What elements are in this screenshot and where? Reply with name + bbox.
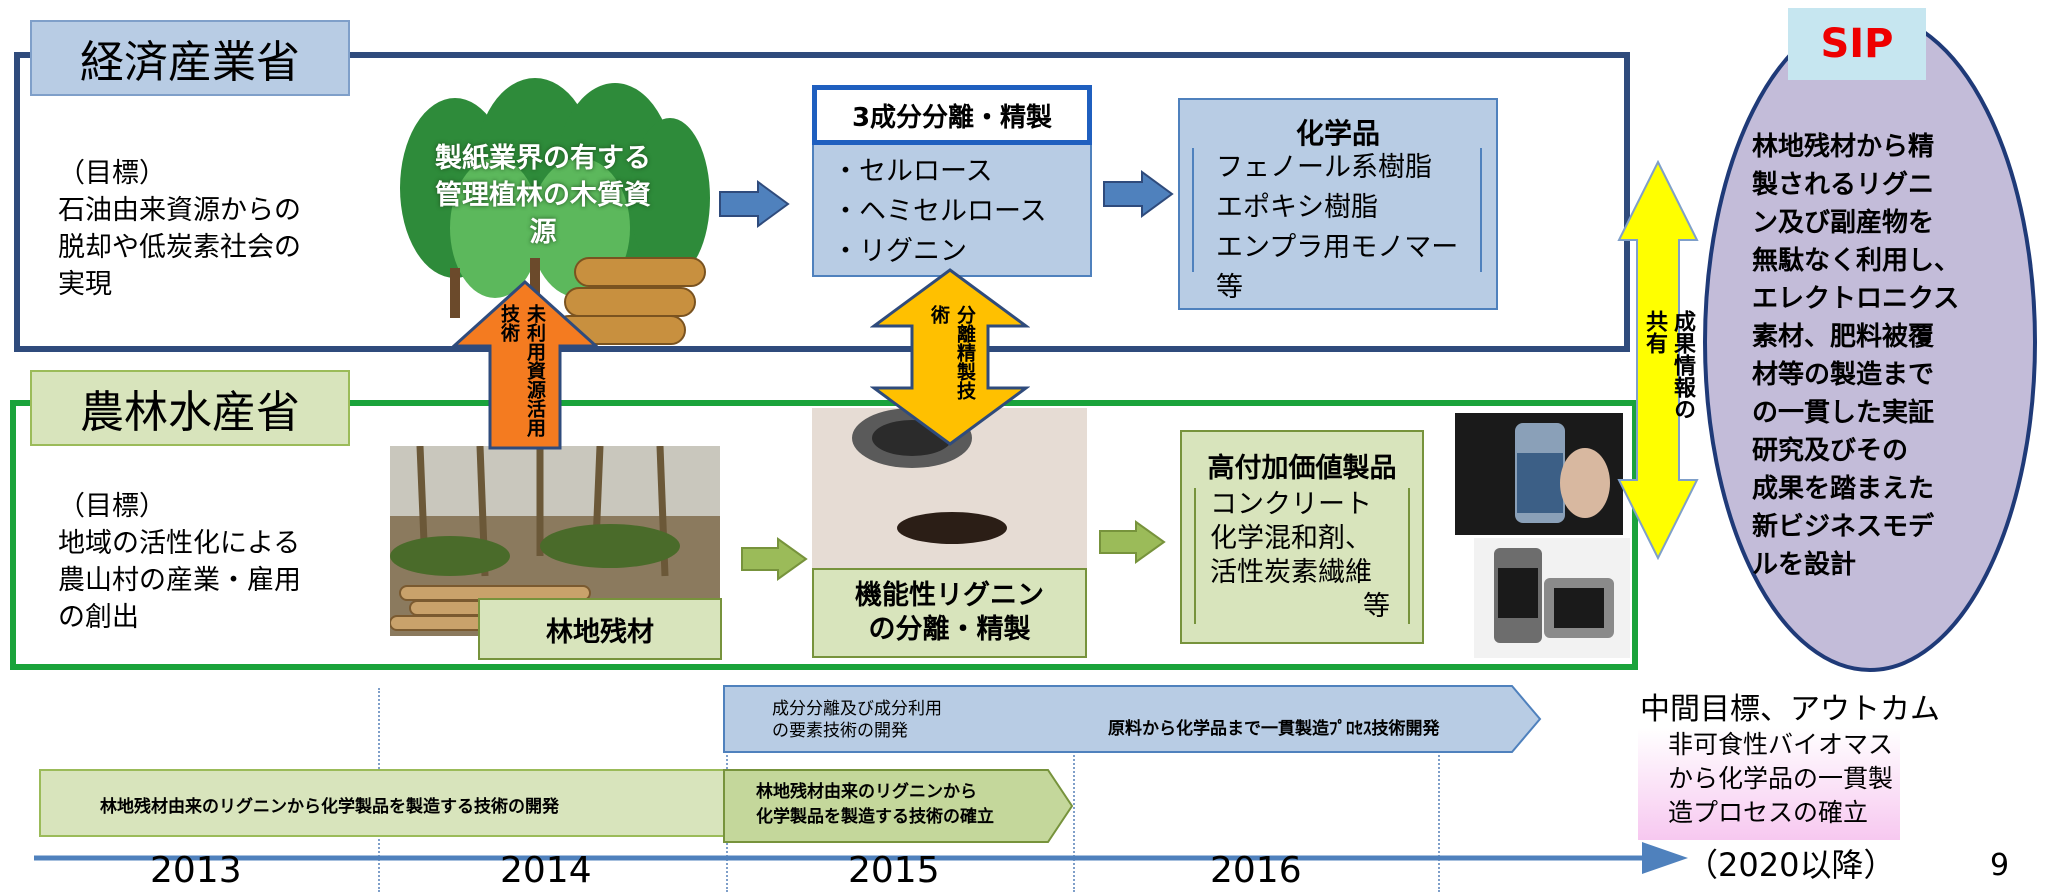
meti-frame — [14, 52, 1630, 352]
flow-arrow-icon — [1099, 520, 1166, 564]
outcome-year: （2020以降） — [1686, 846, 1896, 884]
lignin-label-line: 機能性リグニン — [855, 580, 1044, 611]
separation-item: ・セルロース — [832, 156, 993, 187]
maff-goal-line: （目標） — [58, 491, 166, 522]
year-label: 2015 — [848, 850, 940, 891]
product-bottle-photo — [1455, 413, 1623, 535]
timeline-bar-process-tail: 原料から化学品まで一貫製造ﾌﾟﾛｾｽ技術開発 — [1108, 719, 1440, 739]
sip-line: 成果を踏まえた — [1752, 474, 1935, 504]
flow-arrow-icon — [1103, 170, 1174, 218]
forest-label: 製紙業界の有する管理植林の木質資源 — [435, 143, 651, 248]
lignin-label: 機能性リグニン の分離・精製 — [812, 568, 1087, 658]
chemicals-box — [1178, 98, 1498, 310]
outcome-line: 造プロセスの確立 — [1668, 798, 1869, 827]
meti-goal-line: 実現 — [58, 269, 112, 300]
maff-goal-line: の創出 — [58, 602, 139, 633]
products-box — [1180, 430, 1424, 644]
year-divider — [1438, 688, 1440, 892]
separation-tech-label: 分離精製技術 — [928, 305, 976, 400]
year-label: 2016 — [1210, 850, 1302, 891]
results-share-arrow-icon — [1617, 160, 1699, 560]
meti-goal-line: 脱却や低炭素社会の — [58, 232, 301, 263]
lignin-label-line: の分離・精製 — [868, 614, 1031, 645]
chemicals-items: フェノール系樹脂 エポキシ樹脂 エンプラ用モノマー等 — [1192, 148, 1482, 303]
meti-goal-line: （目標） — [58, 158, 166, 189]
separation-item: ・リグニン — [832, 236, 967, 267]
product-item: 化学混和剤、 — [1210, 523, 1372, 554]
timeline-label-line: 成分分離及び成分利用 — [772, 699, 942, 719]
results-share-label: 成果情報の共有 — [1642, 310, 1695, 420]
maff-goal-line: 農山村の産業・雇用 — [58, 565, 301, 596]
timeline-label-line: 化学製品を製造する技術の確立 — [756, 807, 994, 827]
unused-resource-arrow-icon — [452, 280, 598, 450]
outcome-box: 非可食性バイオマス から化学品の一貫製 造プロセスの確立 — [1638, 728, 1900, 840]
products-items: コンクリート 化学混和剤、 活性炭素繊維 等 — [1194, 488, 1410, 624]
sip-line: 林地残材から精 — [1752, 132, 1935, 162]
sip-line: ルを設計 — [1752, 550, 1857, 580]
outcome-title: 中間目標、アウトカム — [1640, 692, 1940, 727]
page-number: 9 — [1990, 848, 2010, 883]
sip-line: 製されるリグニ — [1752, 170, 1935, 200]
timeline-bar-process — [723, 685, 1542, 753]
outcome-line: から化学品の一貫製 — [1668, 764, 1894, 793]
forest-illustration — [400, 78, 710, 345]
timeline-label-line: の要素技術の開発 — [772, 721, 908, 741]
sip-line: エレクトロニクス — [1752, 284, 1960, 314]
sip-line: ン及び副産物を — [1752, 208, 1935, 238]
year-label: 2014 — [500, 850, 592, 891]
timeline-label-line: 林地残材由来のリグニンから — [756, 782, 977, 802]
meti-goal: （目標） 石油由来資源からの 脱却や低炭素社会の 実現 — [58, 155, 301, 303]
timeline-bar-establish-label: 林地残材由来のリグニンから 化学製品を製造する技術の確立 — [756, 780, 994, 830]
separation-title: 3成分分離・精製 — [812, 85, 1092, 145]
flow-arrow-icon — [741, 537, 808, 581]
product-item: コンクリート — [1210, 489, 1372, 520]
timeline-bar-development-label: 林地残材由来のリグニンから化学製品を製造する技術の開発 — [100, 797, 559, 817]
sip-line: 無駄なく利用し、 — [1752, 246, 1961, 276]
maff-goal-line: 地域の活性化による — [58, 528, 301, 559]
maff-ministry-label: 農林水産省 — [30, 370, 350, 446]
timeline-bar-process-label: 成分分離及び成分利用 の要素技術の開発 — [772, 698, 942, 742]
sip-line: の一貫した実証 — [1752, 398, 1935, 428]
sip-line: 材等の製造まで — [1752, 360, 1935, 390]
meti-goal-line: 石油由来資源からの — [58, 195, 301, 226]
chemical-item: フェノール系樹脂 — [1216, 152, 1432, 183]
year-divider — [1073, 688, 1075, 892]
forest-residue-label: 林地残材 — [478, 598, 722, 660]
timeline-bar-establish — [723, 769, 1074, 843]
sip-line: 新ビジネスモデ — [1752, 512, 1935, 542]
sip-description: 林地残材から精 製されるリグニ ン及び副産物を 無駄なく利用し、 エレクトロニク… — [1752, 128, 1960, 584]
outcome-line: 非可食性バイオマス — [1668, 730, 1894, 759]
product-item: 等 — [1363, 591, 1390, 622]
chemicals-title: 化学品 — [1295, 117, 1380, 150]
sip-line: 研究及びその — [1752, 436, 1909, 466]
separation-tech-arrow-icon — [870, 268, 1030, 446]
product-item: 活性炭素繊維 — [1210, 557, 1372, 588]
separation-item: ・ヘミセルロース — [832, 196, 1047, 227]
sip-title: SIP — [1788, 8, 1926, 80]
separation-items: ・セルロース ・ヘミセルロース ・リグニン — [832, 152, 1047, 272]
chemical-item: エンプラ用モノマー等 — [1216, 232, 1459, 303]
maff-goal: （目標） 地域の活性化による 農山村の産業・雇用 実現 の創出 — [58, 488, 301, 636]
maff-frame — [10, 400, 1638, 670]
flow-arrow-icon — [719, 180, 790, 228]
chemical-item: エポキシ樹脂 — [1216, 192, 1378, 223]
timeline-axis-arrow-icon — [34, 842, 1688, 874]
products-title: 高付加価値製品 — [1207, 453, 1397, 484]
meti-ministry-label: 経済産業省 — [30, 20, 350, 96]
sip-line: 素材、肥料被覆 — [1752, 322, 1935, 352]
year-label: 2013 — [150, 850, 242, 891]
product-cylinder-photo — [1474, 538, 1630, 658]
unused-resource-label: 未利用資源活用技術 — [498, 304, 546, 437]
